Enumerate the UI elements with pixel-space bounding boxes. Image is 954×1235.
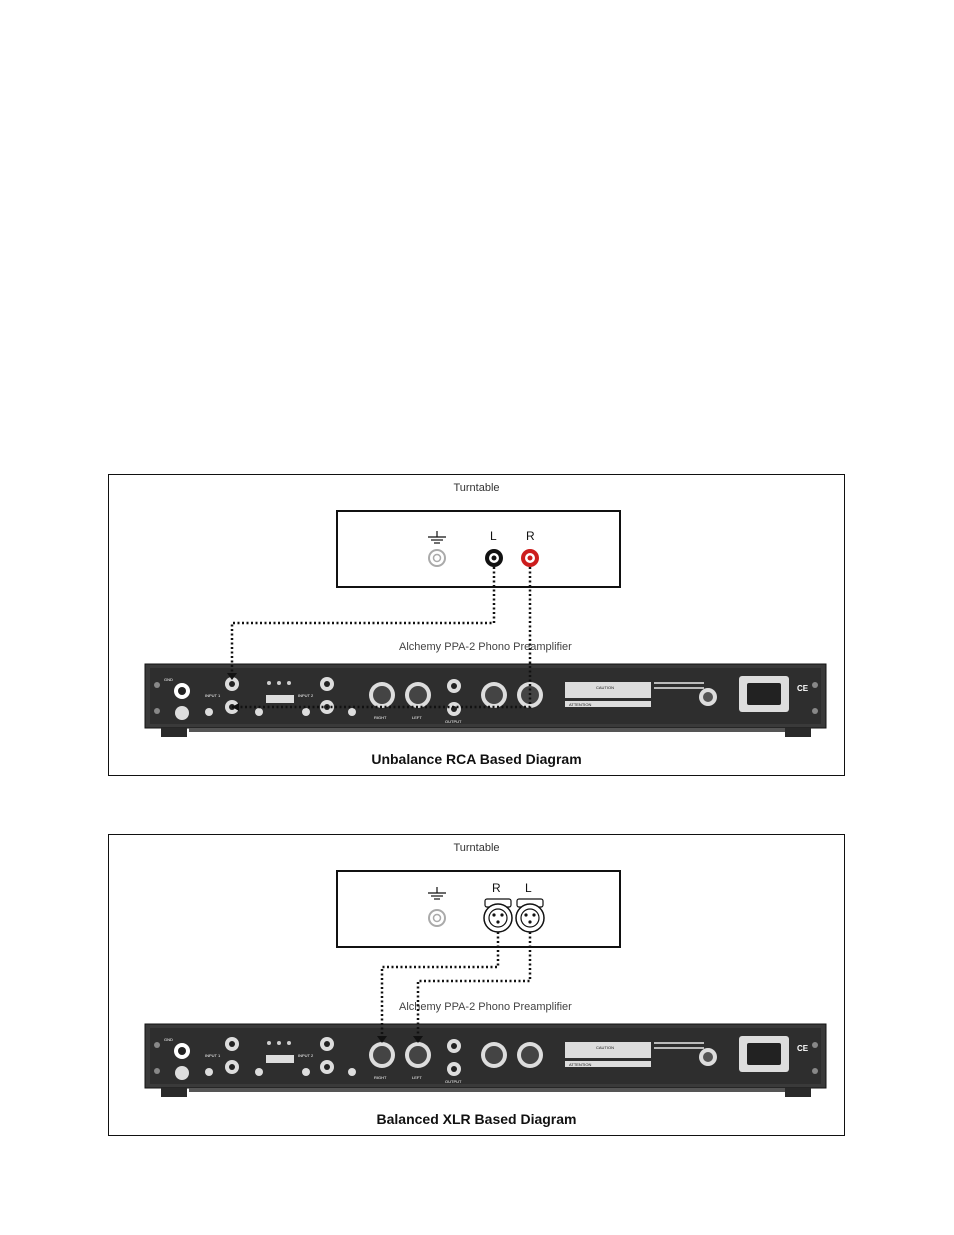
- rca-cable-paths: [230, 567, 532, 709]
- svg-text:OUTPUT: OUTPUT: [445, 1079, 462, 1084]
- xlr-left-jack-icon: [515, 898, 545, 933]
- svg-text:INPUT 2: INPUT 2: [298, 693, 314, 698]
- rca-left-jack-icon: [485, 549, 503, 567]
- xlr-diagram-graphic: GND INPUT 1 INPUT 2 RIGHT LEFT OUTPUT: [144, 870, 827, 1097]
- ground-jack-icon: [428, 909, 446, 927]
- ground-jack-icon: [428, 549, 446, 567]
- diagram-title: Balanced XLR Based Diagram: [376, 1111, 577, 1127]
- preamp-label: Alchemy PPA-2 Phono Preamplifier: [399, 641, 572, 653]
- channel-label-right: R: [492, 881, 501, 895]
- channel-label-right: R: [526, 529, 535, 543]
- svg-text:CE: CE: [797, 684, 809, 693]
- preamp-label: Alchemy PPA-2 Phono Preamplifier: [399, 1001, 572, 1013]
- svg-text:OUTPUT: OUTPUT: [445, 719, 462, 724]
- svg-text:LEFT: LEFT: [412, 1075, 422, 1080]
- turntable-label: Turntable: [453, 842, 500, 854]
- svg-text:GND: GND: [164, 677, 173, 682]
- rca-right-jack-icon: [521, 549, 539, 567]
- channel-label-left: L: [490, 529, 497, 543]
- xlr-cable-paths: [380, 932, 532, 1040]
- rca-diagram-graphic: GND INPUT 1 INPUT 2 RIGHT LEFT: [144, 510, 827, 737]
- svg-text:RIGHT: RIGHT: [374, 715, 387, 720]
- svg-text:GND: GND: [164, 1037, 173, 1042]
- svg-text:CE: CE: [797, 1044, 809, 1053]
- turntable-box: [336, 870, 621, 948]
- svg-text:INPUT 1: INPUT 1: [205, 1053, 221, 1058]
- rca-diagram-panel: Turntable Alchemy PPA-2 Phono Preamplifi…: [108, 474, 845, 776]
- svg-text:INPUT 2: INPUT 2: [298, 1053, 314, 1058]
- svg-text:CAUTION: CAUTION: [596, 1045, 614, 1050]
- svg-text:ATTENTION: ATTENTION: [569, 702, 591, 707]
- ground-icon: [428, 531, 446, 544]
- channel-label-left: L: [525, 881, 532, 895]
- preamp-back-panel: GND INPUT 1 INPUT 2 RIGHT LEFT: [144, 663, 827, 737]
- svg-text:INPUT 1: INPUT 1: [205, 693, 221, 698]
- svg-text:ATTENTION: ATTENTION: [569, 1062, 591, 1067]
- turntable-label: Turntable: [453, 482, 500, 494]
- svg-text:CAUTION: CAUTION: [596, 685, 614, 690]
- svg-text:RIGHT: RIGHT: [374, 1075, 387, 1080]
- xlr-right-jack-icon: [483, 898, 513, 933]
- ground-icon: [428, 887, 446, 900]
- svg-text:LEFT: LEFT: [412, 715, 422, 720]
- preamp-back-panel: GND INPUT 1 INPUT 2 RIGHT LEFT OUTPUT: [144, 1023, 827, 1097]
- xlr-diagram-panel: Turntable Alchemy PPA-2 Phono Preamplifi…: [108, 834, 845, 1136]
- turntable-box: [336, 510, 621, 588]
- diagram-title: Unbalance RCA Based Diagram: [371, 751, 582, 767]
